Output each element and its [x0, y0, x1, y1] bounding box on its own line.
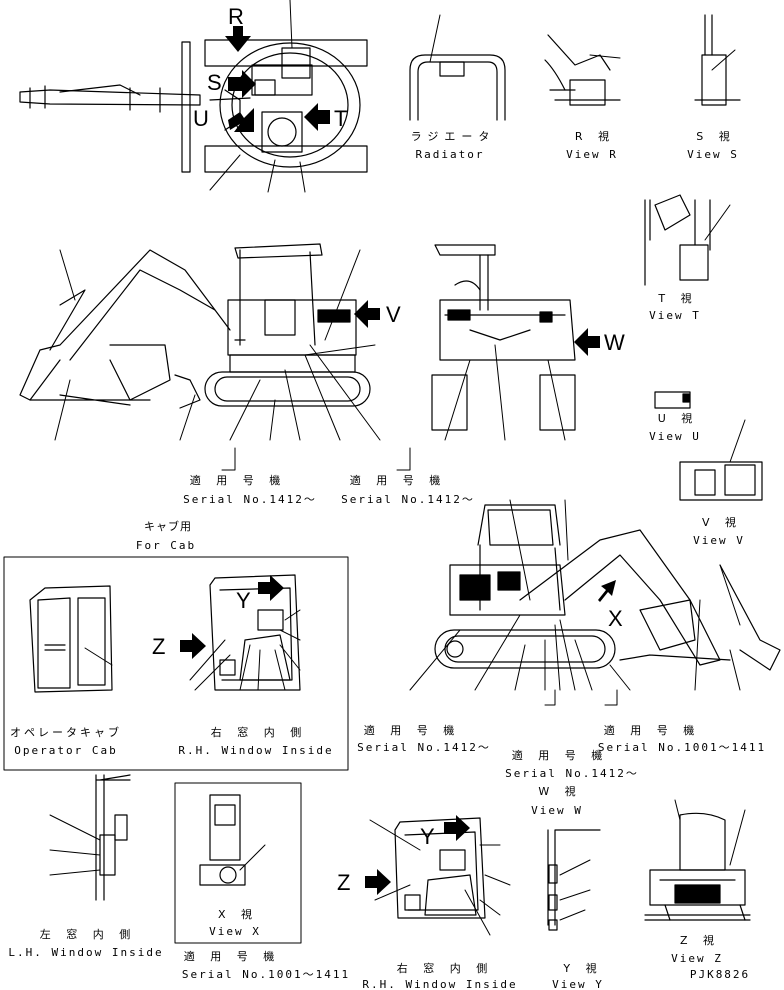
lh-window-drawing [49, 774, 131, 901]
leaders-X [409, 499, 741, 706]
lh-window-jp: 左 窓 内 側 [39, 928, 137, 941]
for-cab-en: For Cab [135, 539, 197, 552]
view-letter-T: T [334, 106, 348, 131]
rh-window2-jp: 右 窓 内 側 [396, 962, 494, 975]
rh-window-jp: 右 窓 内 側 [210, 726, 308, 739]
leaders-side [54, 249, 411, 471]
for-cab-jp: キャブ用 [144, 520, 192, 533]
view-W-label-en: View W [531, 804, 583, 817]
drawing-code: PJK8826 [689, 968, 751, 981]
view-T-label-jp: T 視 [658, 292, 698, 305]
lh-window-en: L.H. Window Inside [8, 946, 164, 959]
radiator-detail [409, 14, 506, 121]
leaders-rh2 [369, 819, 511, 936]
view-letter-Y: Y [236, 588, 251, 613]
serial-b-jp: 適 用 号 機 [349, 474, 447, 487]
view-letter-Y-bottom: Y [420, 824, 435, 849]
view-U-detail [654, 391, 691, 409]
view-S-label-jp: S 視 [696, 130, 736, 143]
view-V-label-en: View V [693, 534, 745, 547]
view-letter-Z: Z [152, 634, 166, 659]
arrow-Z-bottom [365, 869, 391, 895]
rear-view-excavator [431, 244, 576, 441]
view-Y-label-jp: Y 視 [563, 962, 603, 975]
serial-e-jp: 適 用 号 機 [603, 724, 701, 737]
view-S-detail [694, 14, 741, 106]
serial-d-jp: 適 用 号 機 [511, 749, 609, 762]
view-Z-drawing [644, 799, 751, 921]
serial-c-en: Serial No.1412～ [357, 741, 491, 754]
serial-d-en: Serial No.1412～ [505, 767, 639, 780]
serial-f-en: Serial No.1001～1411 [181, 968, 351, 981]
arrow-T [304, 103, 330, 131]
arrow-S [228, 70, 256, 98]
arrow-W [574, 328, 600, 356]
arrow-Y-cab [258, 575, 284, 601]
rh-window-en: R.H. Window Inside [178, 744, 334, 757]
view-U-label-jp: U 視 [657, 412, 699, 425]
serial-a-en: Serial No.1412～ [183, 493, 317, 506]
radiator-label-jp: ラジエータ [410, 130, 496, 143]
view-R-label-jp: R 視 [574, 130, 616, 143]
view-letter-S: S [207, 70, 222, 95]
view-Z-label-en: View Z [671, 952, 723, 965]
view-R-detail [544, 34, 621, 106]
arrow-Z-cab [180, 633, 206, 659]
view-letter-R: R [228, 4, 244, 29]
serial-c-jp: 適 用 号 機 [363, 724, 461, 737]
view-letter-W: W [604, 330, 625, 355]
excavator-view-X [434, 504, 781, 671]
view-letter-V: V [386, 302, 401, 327]
view-letter-Z-bottom: Z [337, 870, 351, 895]
view-U-label-en: View U [649, 430, 701, 443]
view-Y-drawing [547, 829, 601, 931]
arrow-U [228, 108, 254, 132]
arrow-Y-bottom [444, 815, 470, 841]
view-X-label-en: View X [209, 925, 261, 938]
arrow-X [598, 580, 616, 602]
view-V-detail [679, 419, 763, 501]
operator-cab-drawing [29, 585, 113, 693]
rh-window-drawing [189, 574, 301, 691]
top-view-machine [19, 0, 368, 193]
rh-window2-en: R.H. Window Inside [362, 978, 518, 990]
view-W-label-jp: W 視 [538, 785, 582, 798]
view-Y-label-en: View Y [552, 978, 604, 990]
serial-e-en: Serial No.1001～1411 [597, 741, 767, 754]
view-V-label-jp: V 視 [701, 516, 743, 529]
view-X-drawing [199, 794, 266, 886]
arrow-R [225, 26, 251, 52]
view-Z-label-jp: Z 視 [679, 934, 721, 947]
view-T-detail [644, 194, 731, 286]
view-X-frame [174, 782, 302, 944]
operator-cab-en: Operator Cab [14, 744, 118, 757]
view-X-label-jp: X 視 [217, 908, 259, 921]
operator-cab-jp: オペレータキャブ [10, 726, 122, 739]
rh-window2-drawing [394, 817, 486, 919]
serial-a-jp: 適 用 号 機 [189, 474, 287, 487]
view-R-label-en: View R [566, 148, 618, 161]
serial-f-jp: 適 用 号 機 [183, 950, 281, 963]
side-view-excavator [19, 243, 371, 409]
arrow-V [354, 300, 380, 328]
view-S-label-en: View S [687, 148, 739, 161]
view-T-label-en: View T [649, 309, 701, 322]
view-letter-X: X [608, 606, 623, 631]
view-letter-U: U [193, 106, 209, 131]
cab-group-frame [3, 556, 349, 771]
radiator-label-en: Radiator [415, 148, 485, 161]
serial-b-en: Serial No.1412～ [341, 493, 475, 506]
